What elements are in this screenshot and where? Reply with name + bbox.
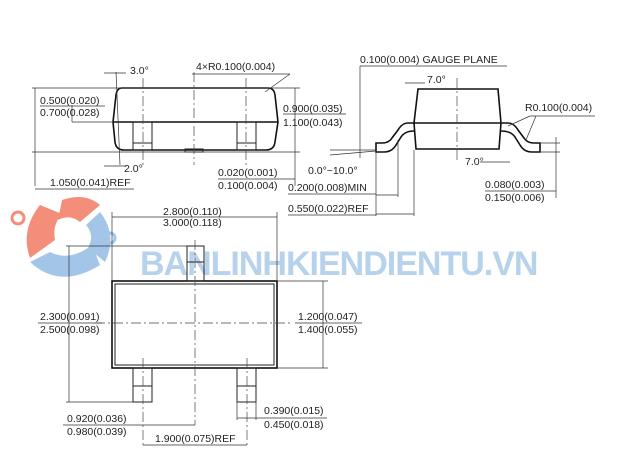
side-height-max: 1.100(0.043) <box>283 117 343 129</box>
side-ref-length: 1.050(0.041)REF <box>50 177 131 189</box>
side-standoff-max: 0.700(0.028) <box>40 107 100 119</box>
watermark-text: BANLINHKIENDIENTU.VN <box>140 245 537 283</box>
side-angle-top: 3.0° <box>130 65 149 77</box>
foot-ref: 0.550(0.022)REF <box>288 203 369 215</box>
top-view <box>66 212 328 448</box>
foot-min: 0.200(0.008)MIN <box>288 182 367 194</box>
gauge-plane-label: 0.100(0.004) GAUGE PLANE <box>360 54 498 66</box>
side-view <box>32 71 300 186</box>
lead-width-min: 0.390(0.015) <box>264 405 324 417</box>
body-width-min: 1.200(0.047) <box>298 311 358 323</box>
thickness-min: 0.080(0.003) <box>485 179 545 191</box>
end-radius: R0.100(0.004) <box>525 102 592 114</box>
end-angle-bottom: 7.0° <box>465 156 484 168</box>
pitch-min: 0.920(0.036) <box>67 413 127 425</box>
overall-width-min: 2.300(0.091) <box>40 311 100 323</box>
side-radius-note: 4×R0.100(0.004) <box>196 61 275 73</box>
side-offset-max: 0.100(0.004) <box>218 180 278 192</box>
lead-angle: 0.0°~10.0° <box>308 165 358 177</box>
end-view <box>329 65 595 216</box>
pitch-ref: 1.900(0.075)REF <box>155 433 236 445</box>
length-max: 3.000(0.118) <box>163 217 222 229</box>
length-min: 2.800(0.110) <box>163 206 222 218</box>
end-angle-top: 7.0° <box>427 74 446 86</box>
body-width-max: 1.400(0.055) <box>298 324 358 336</box>
side-offset-min: 0.020(0.001) <box>218 167 278 179</box>
overall-width-max: 2.500(0.098) <box>40 324 100 336</box>
pitch-max: 0.980(0.039) <box>67 426 127 438</box>
watermark-logo <box>10 196 117 277</box>
side-angle-bottom: 2.0° <box>124 163 143 175</box>
side-standoff-min: 0.500(0.020) <box>40 95 100 107</box>
thickness-max: 0.150(0.006) <box>485 192 545 204</box>
lead-width-max: 0.450(0.018) <box>264 419 324 431</box>
side-height-min: 0.900(0.035) <box>283 103 343 115</box>
